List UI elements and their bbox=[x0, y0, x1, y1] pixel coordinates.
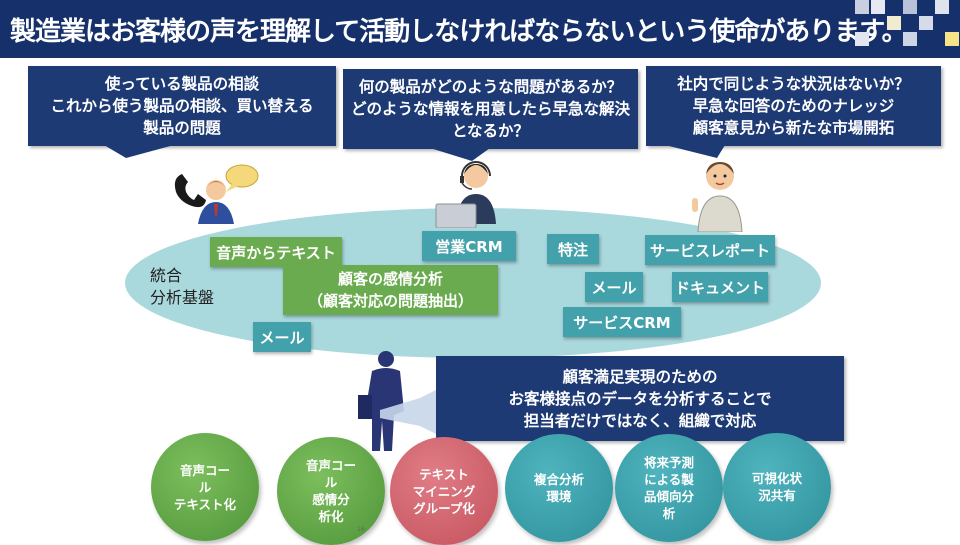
callout-tail bbox=[104, 145, 174, 158]
tag-custom-order: 特注 bbox=[547, 234, 599, 264]
tag-sales-crm: 営業CRM bbox=[422, 231, 516, 261]
circle-line: 音声コー bbox=[179, 462, 230, 478]
summary-line: お客様接点のデータを分析することで bbox=[508, 389, 772, 408]
circle-line: 感情分 bbox=[312, 492, 350, 507]
circle-line: 環境 bbox=[546, 489, 572, 504]
tag-line: （顧客対応の問題抽出） bbox=[307, 292, 473, 310]
tag-sentiment-analysis: 顧客の感情分析 （顧客対応の問題抽出） bbox=[283, 265, 498, 315]
platform-label-line: 分析基盤 bbox=[150, 288, 215, 307]
circle-line: グループ化 bbox=[413, 500, 475, 516]
circle-line: 品傾向分 bbox=[643, 489, 694, 504]
circle-line: ル bbox=[324, 475, 338, 490]
tag-service-crm: サービスCRM bbox=[563, 307, 681, 337]
callout-tail bbox=[430, 148, 490, 161]
tag-service-report: サービスレポート bbox=[645, 235, 775, 265]
page-number: 16 bbox=[357, 526, 365, 533]
callout-knowledge: 社内で同じような状況はないか？ 早急な回答のためのナレッジ 顧客意見から新たな市… bbox=[646, 66, 941, 146]
tag-line: 顧客の感情分析 bbox=[337, 270, 443, 288]
platform-label-line: 統合 bbox=[150, 266, 183, 285]
callout-line: 何の製品がどのような問題があるか？ bbox=[358, 78, 623, 96]
callout-line: どのような情報を用意したら早急な解決 bbox=[350, 100, 630, 118]
callout-tail bbox=[665, 145, 725, 158]
phone-customer-icon bbox=[174, 164, 259, 224]
callout-line: 使っている製品の相談 bbox=[104, 75, 260, 93]
callout-line: 社内で同じような状況はないか？ bbox=[677, 75, 910, 93]
circle-speech-to-text: 音声コールテキスト化 bbox=[151, 433, 259, 541]
circle-line: 析 bbox=[662, 506, 676, 521]
callout-line: となるか？ bbox=[451, 122, 530, 140]
decorative-squares bbox=[855, 0, 959, 46]
operator-headset-icon bbox=[435, 161, 496, 228]
circle-speech-sentiment: 音声コール感情分析化 bbox=[277, 437, 385, 545]
tag-mail-right: メール bbox=[585, 272, 643, 302]
circle-line: ル bbox=[198, 479, 212, 495]
summary-line: 顧客満足実現のための bbox=[562, 367, 718, 386]
circle-line: 将来予測 bbox=[643, 455, 694, 470]
circle-line: 析化 bbox=[318, 509, 344, 524]
tag-document: ドキュメント bbox=[672, 272, 768, 302]
engineer-icon bbox=[692, 162, 743, 232]
circle-line: マイニング bbox=[412, 483, 476, 499]
callout-problem-analysis: 何の製品がどのような問題があるか？ どのような情報を用意したら早急な解決 となる… bbox=[343, 69, 638, 149]
summary-line: 担当者だけではなく、組織で対応 bbox=[523, 411, 757, 430]
callout-customer-consultation: 使っている製品の相談 これから使う製品の相談、買い替える 製品の問題 bbox=[28, 66, 336, 146]
title-bar: 製造業はお客様の声を理解して活動しなければならないという使命があります。 bbox=[0, 0, 960, 58]
tag-speech-to-text: 音声からテキスト bbox=[210, 237, 342, 267]
circle-complex-analysis: 複合分析環境 bbox=[505, 434, 613, 542]
circle-line: テキスト化 bbox=[173, 496, 237, 512]
circle-line: による製 bbox=[644, 472, 694, 487]
slide-title: 製造業はお客様の声を理解して活動しなければならないという使命があります。 bbox=[10, 17, 908, 47]
circle-text-mining: テキストマイニンググループ化 bbox=[390, 437, 498, 545]
platform-label: 統合 分析基盤 bbox=[150, 265, 214, 309]
circle-line: 況共有 bbox=[758, 488, 796, 503]
circle-line: 可視化状 bbox=[751, 471, 802, 486]
circle-line: 音声コー bbox=[305, 458, 356, 473]
callout-line: 製品の問題 bbox=[143, 119, 221, 137]
tag-mail-left: メール bbox=[253, 322, 311, 352]
circle-forecast-analysis: 将来予測による製品傾向分析 bbox=[615, 434, 723, 542]
circle-line: テキスト bbox=[419, 466, 469, 482]
summary-box: 顧客満足実現のための お客様接点のデータを分析することで 担当者だけではなく、組… bbox=[436, 356, 844, 441]
callout-line: 早急な回答のためのナレッジ bbox=[692, 97, 895, 115]
callout-line: これから使う製品の相談、買い替える bbox=[50, 97, 314, 115]
circle-visualization: 可視化状況共有 bbox=[723, 433, 831, 541]
circle-line: 複合分析 bbox=[533, 472, 584, 487]
callout-line: 顧客意見から新たな市場開拓 bbox=[692, 119, 895, 137]
